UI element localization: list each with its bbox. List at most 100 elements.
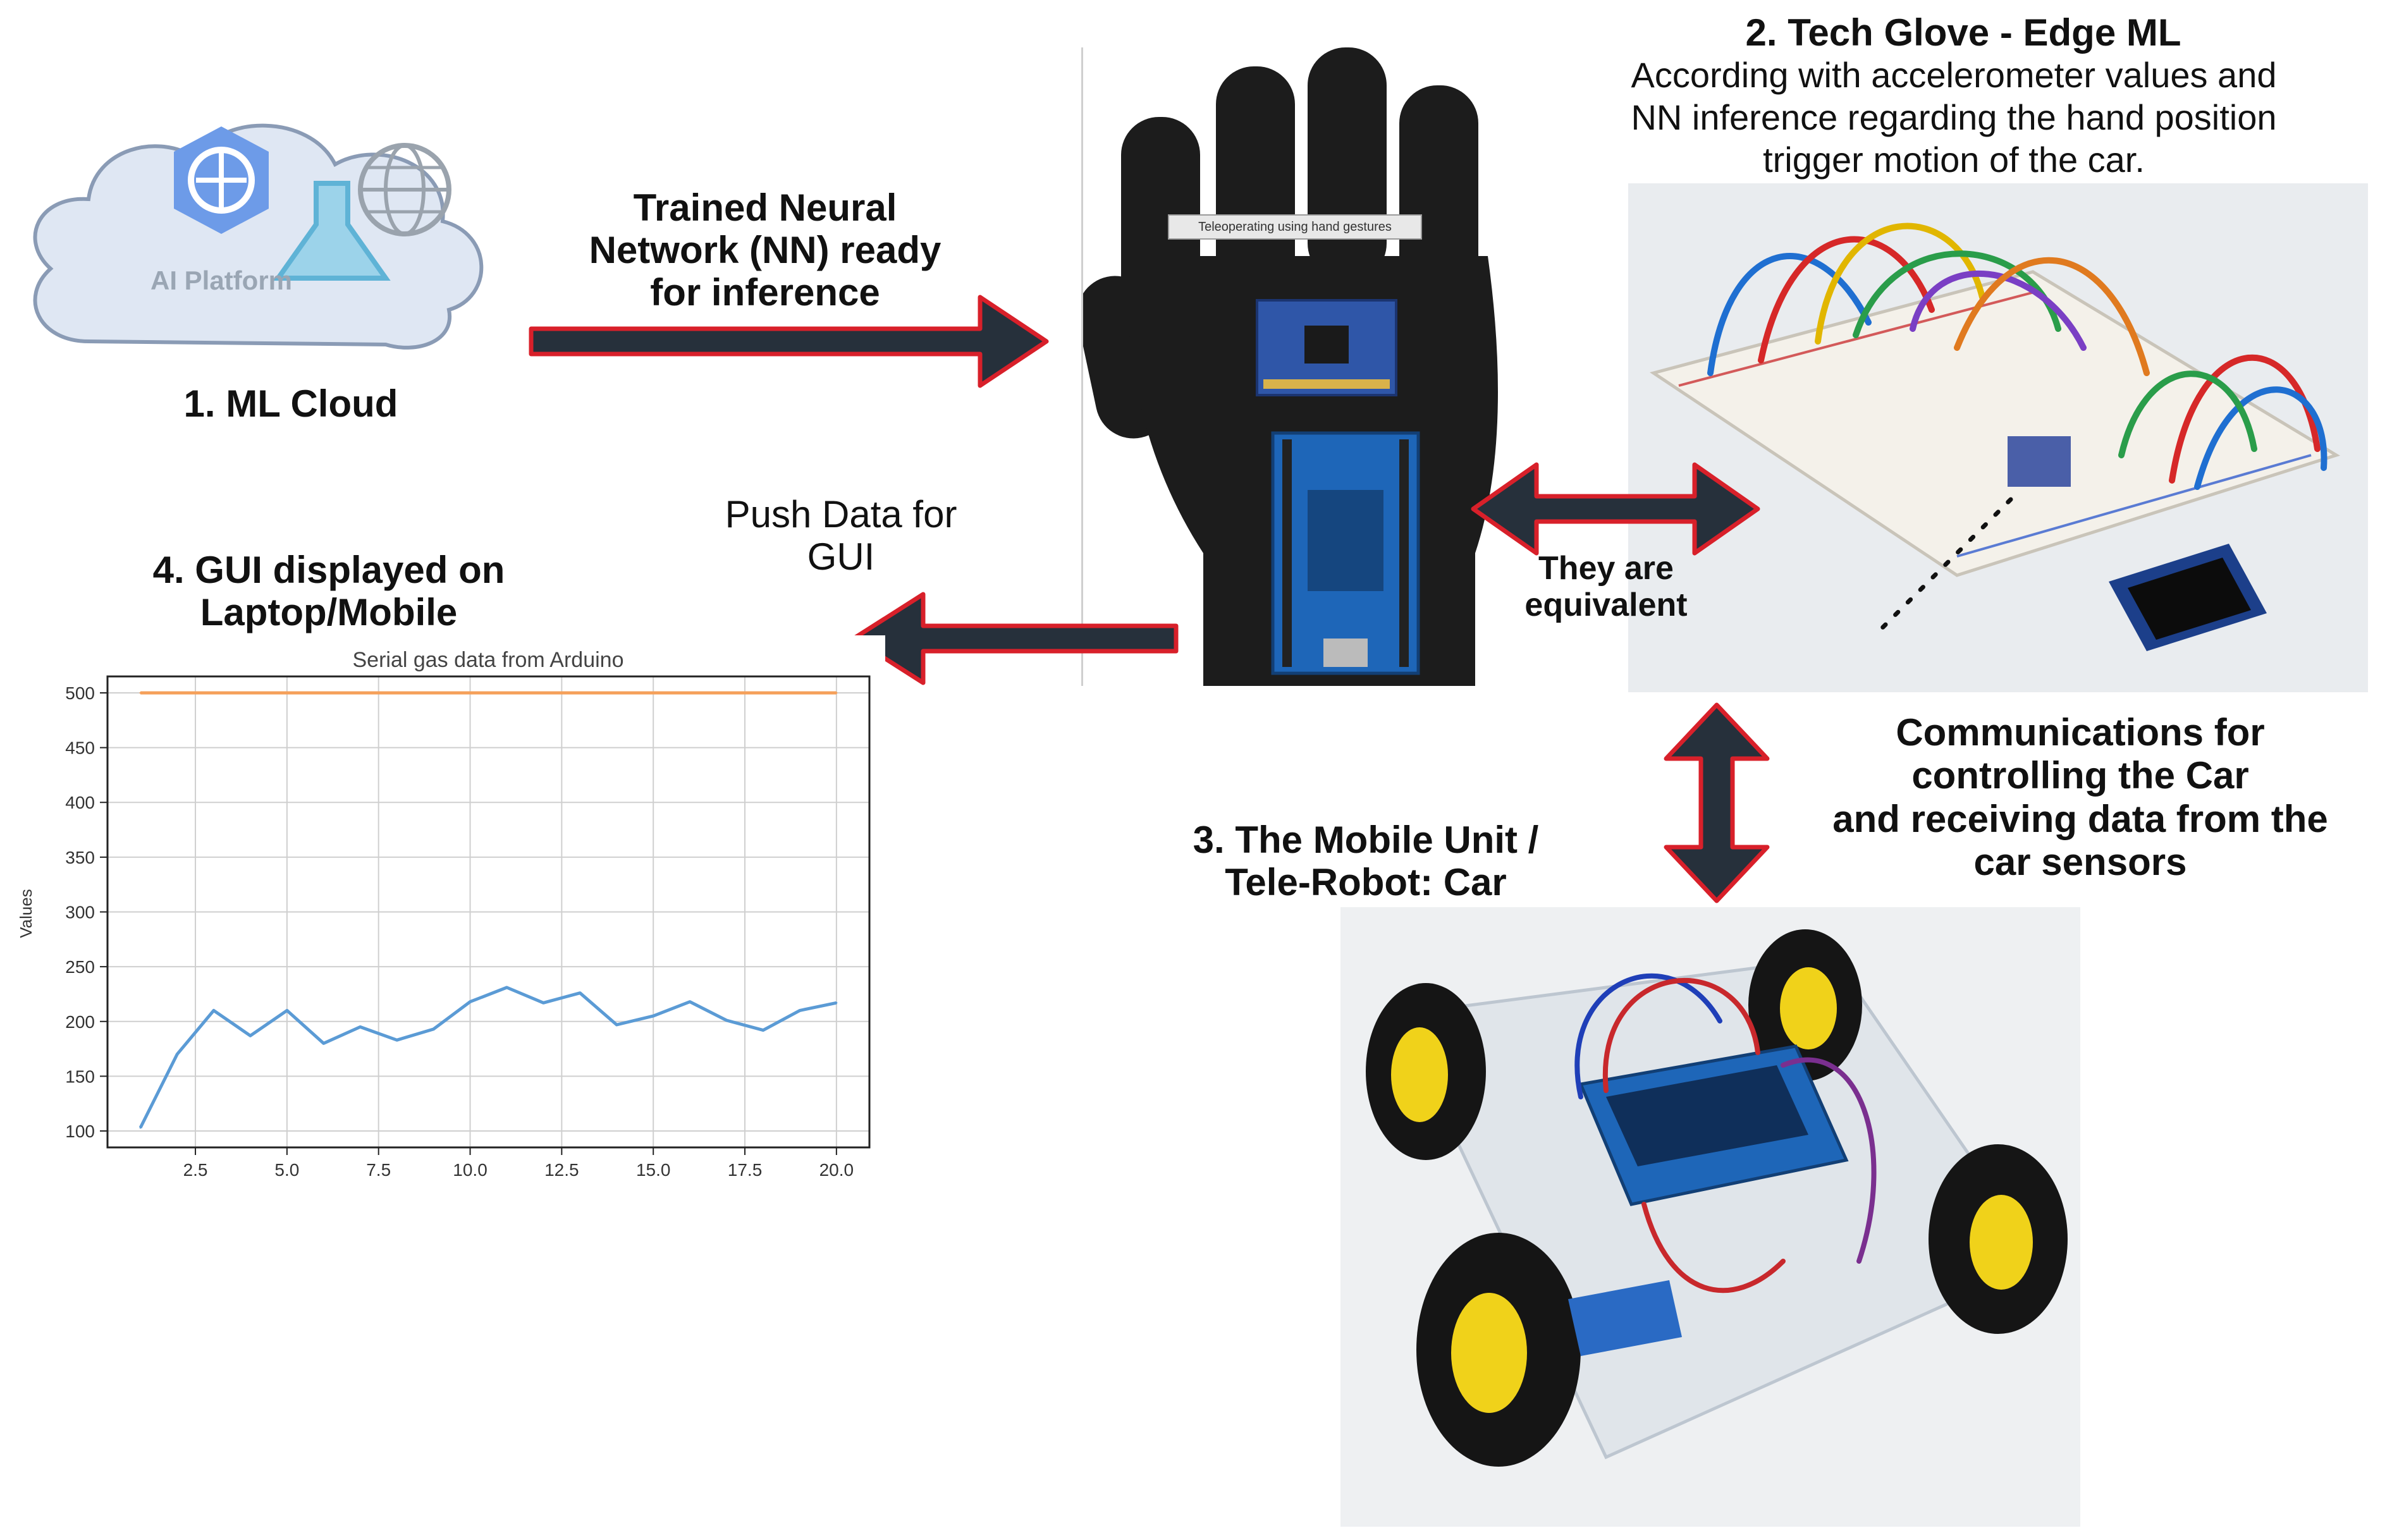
edge-label-line: equivalent <box>1524 587 1688 624</box>
data-point <box>396 1039 398 1041</box>
data-point <box>469 1001 472 1003</box>
gas-data-line <box>138 986 837 1128</box>
brain-hexagon-icon <box>174 126 269 234</box>
car-title-line: 3. The Mobile Unit / <box>1193 819 1539 861</box>
data-point <box>799 1009 801 1011</box>
glove-photo-caption: Teleoperating using hand gestures <box>1198 220 1392 234</box>
gui-title: 4. GUI displayed on Laptop/Mobile <box>76 549 582 633</box>
y-tick-label: 150 <box>65 1066 95 1086</box>
data-point <box>689 1001 691 1003</box>
breadboard-photo <box>1628 183 2368 692</box>
data-point <box>762 1029 764 1032</box>
dotted-connector <box>1875 497 2013 635</box>
ml-cloud-graphic: AI Platform <box>33 123 484 350</box>
edge-label-line: Trained Neural <box>633 186 897 229</box>
glove-description-line: trigger motion of the car. <box>1763 140 2145 180</box>
chart-ticks: 2.5 5.0 7.5 10.0 12.5 15.0 17.5 20.0 100 150 200 25… <box>65 683 854 1180</box>
data-point <box>615 1024 618 1026</box>
cloud-shape <box>33 123 484 350</box>
car-title-line: Tele-Robot: Car <box>1225 861 1507 904</box>
edge-label-line: and receiving data from the <box>1832 797 2328 840</box>
data-point <box>835 692 838 694</box>
globe-icon <box>358 143 451 236</box>
glove-description-line: NN inference regarding the hand position <box>1631 97 2277 138</box>
data-point <box>176 1053 178 1056</box>
data-point <box>542 1001 544 1004</box>
oled-display <box>2109 544 2267 651</box>
edge-label-line: They are <box>1538 550 1674 587</box>
data-point <box>286 1009 288 1011</box>
arduino-board <box>1271 431 1420 675</box>
x-tick-label: 7.5 <box>366 1160 391 1180</box>
car-drawing <box>1366 929 2068 1467</box>
y-tick-label: 300 <box>65 903 95 922</box>
glove-description: According with accelerometer values and … <box>1518 54 2390 181</box>
breadboard <box>1650 270 2341 577</box>
caption-tag: Teleoperating using hand gestures <box>1168 214 1422 240</box>
data-point <box>579 992 581 994</box>
edge-label-line: for inference <box>650 271 880 314</box>
x-tick-label: 17.5 <box>728 1160 763 1180</box>
flask-icon <box>273 181 391 281</box>
data-point <box>139 1127 142 1129</box>
chart-title: Serial gas data from Arduino <box>352 648 623 672</box>
x-tick-label: 2.5 <box>183 1160 208 1180</box>
x-tick-label: 10.0 <box>453 1160 488 1180</box>
data-point <box>139 692 142 694</box>
y-tick-label: 450 <box>65 738 95 758</box>
car-title: 3. The Mobile Unit / Tele-Robot: Car <box>1125 819 1606 903</box>
ml-cloud-title: 1. ML Cloud <box>183 382 398 425</box>
arrow-cloud-to-glove <box>529 295 1049 388</box>
ai-platform-label: AI Platform <box>150 266 292 295</box>
edge-label-glove-car: Communications for controlling the Car a… <box>1777 711 2384 884</box>
chart-background <box>13 635 885 1192</box>
y-tick-label: 250 <box>65 957 95 977</box>
glove-description-line: According with accelerometer values and <box>1631 55 2277 95</box>
data-point <box>725 1019 728 1022</box>
glove-title: 2. Tech Glove - Edge ML <box>1745 11 2181 54</box>
arrow-glove-to-gui <box>851 592 1179 685</box>
edge-label-line: Communications for <box>1896 711 2265 754</box>
y-tick-label: 350 <box>65 848 95 867</box>
data-point <box>652 1015 654 1017</box>
edge-label-line: Push Data for <box>725 493 957 535</box>
y-tick-label: 500 <box>65 683 95 703</box>
car-wires <box>1574 973 1877 1293</box>
y-tick-label: 400 <box>65 793 95 812</box>
chart-plot-frame <box>106 675 871 1149</box>
edge-label-glove-to-gui: Push Data for GUI <box>670 493 1012 578</box>
sensor-module <box>2008 436 2071 487</box>
car-photo <box>1340 907 2080 1527</box>
bluetooth-module <box>1568 1280 1682 1356</box>
x-tick-label: 20.0 <box>819 1160 854 1180</box>
edge-label-line: Network (NN) ready <box>589 229 941 272</box>
data-point <box>359 1025 362 1028</box>
data-point <box>505 986 508 989</box>
edge-label-equivalent: They are equivalent <box>1473 550 1739 623</box>
glove-photo: Teleoperating using hand gestures <box>1081 47 1602 686</box>
arrow-glove-equivalent <box>1471 462 1760 556</box>
x-tick-label: 5.0 <box>274 1160 299 1180</box>
gui-title-line: 4. GUI displayed on <box>152 549 505 591</box>
chart-grid <box>107 676 869 1147</box>
edge-label-line: controlling the Car <box>1911 754 2249 797</box>
data-point <box>212 1009 215 1011</box>
y-tick-label: 200 <box>65 1012 95 1032</box>
x-tick-label: 12.5 <box>544 1160 579 1180</box>
jumper-wires <box>1707 223 2328 490</box>
data-point <box>835 1001 838 1004</box>
gui-title-line: Laptop/Mobile <box>200 591 458 634</box>
accelerometer-board <box>1256 299 1397 396</box>
data-point <box>249 1034 252 1037</box>
arrow-glove-to-car <box>1664 702 1770 903</box>
chart-series <box>138 691 838 1129</box>
data-point <box>322 1042 325 1044</box>
edge-label-line: car sensors <box>1973 841 2187 884</box>
wheels <box>1366 929 2068 1467</box>
breadboard-drawing <box>1650 223 2341 651</box>
y-tick-label: 100 <box>65 1121 95 1141</box>
x-tick-label: 15.0 <box>636 1160 671 1180</box>
edge-label-cloud-to-glove: Trained Neural Network (NN) ready for in… <box>531 186 999 314</box>
arduino-shield <box>1578 1044 1849 1206</box>
